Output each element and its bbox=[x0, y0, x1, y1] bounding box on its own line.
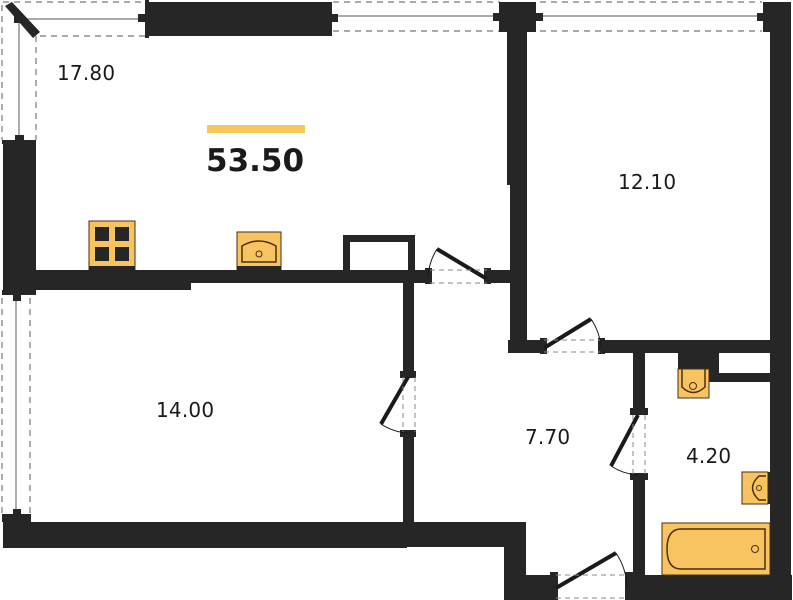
room-area-bedroom-right: 12.10 bbox=[618, 170, 677, 194]
total-area-accent-bar bbox=[207, 125, 305, 133]
room-area-bathroom: 4.20 bbox=[686, 444, 732, 468]
room-area-hallway: 7.70 bbox=[525, 425, 571, 449]
windows bbox=[1, 1, 762, 518]
stove-icon bbox=[88, 220, 136, 271]
room-area-kitchen-living: 17.80 bbox=[57, 61, 116, 85]
total-area-label: 53.50 bbox=[206, 143, 305, 179]
bathtub-icon bbox=[661, 522, 771, 576]
doors bbox=[379, 247, 646, 599]
bathroom-sink-icon bbox=[741, 471, 769, 505]
kitchen-sink-icon bbox=[236, 231, 282, 271]
room-area-bedroom-left: 14.00 bbox=[156, 398, 215, 422]
toilet-icon bbox=[677, 368, 710, 399]
